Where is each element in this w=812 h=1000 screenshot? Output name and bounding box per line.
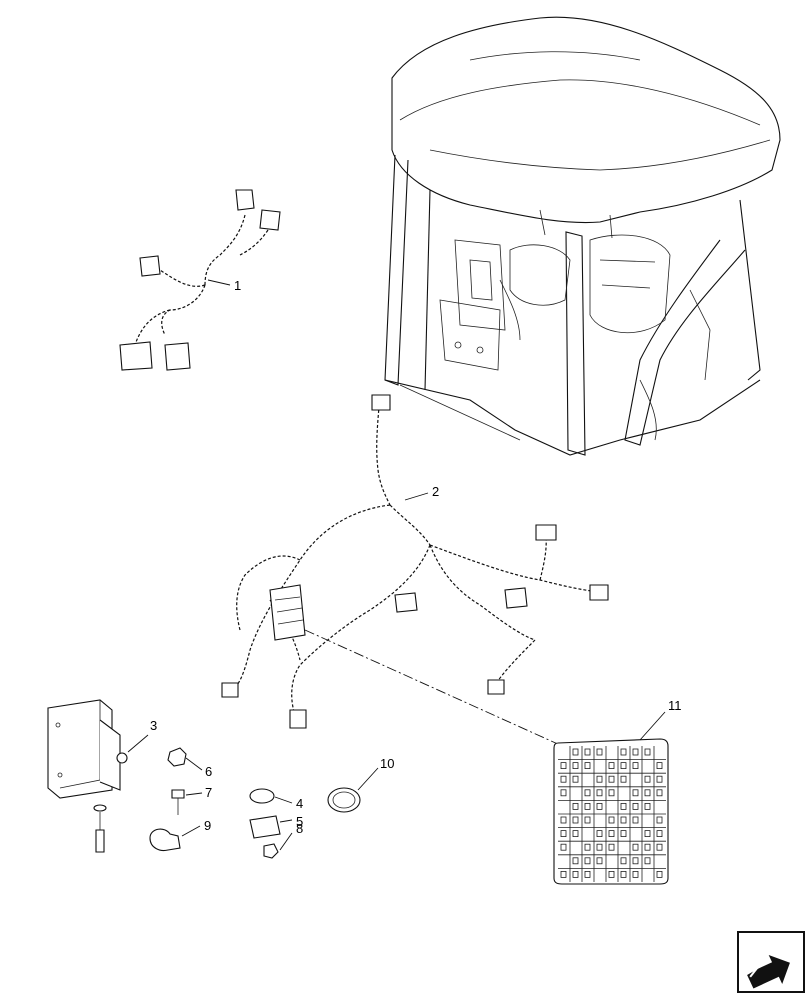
label-symbol <box>572 762 579 769</box>
label-symbol <box>608 830 615 837</box>
label-symbol <box>632 857 639 865</box>
label-symbol <box>620 830 627 837</box>
label-symbol <box>620 816 627 824</box>
label-symbol <box>584 871 591 878</box>
callout-3: 3 <box>150 718 157 733</box>
label-symbol <box>572 830 579 837</box>
label-symbol <box>584 857 591 865</box>
label-symbol <box>572 775 579 783</box>
label-symbol <box>620 857 627 865</box>
label-symbol <box>632 803 639 810</box>
label-symbol <box>632 843 639 851</box>
label-symbol <box>584 762 591 769</box>
label-symbol <box>632 816 639 824</box>
label-symbol <box>584 843 591 851</box>
hardware-parts <box>149 747 379 859</box>
label-symbol <box>656 775 663 783</box>
label-symbol <box>560 816 567 824</box>
callout-9: 9 <box>204 818 211 833</box>
label-symbol <box>620 871 627 878</box>
label-symbol <box>656 830 663 837</box>
label-symbol <box>608 871 615 878</box>
label-symbol <box>596 789 603 797</box>
label-symbol <box>584 789 591 797</box>
callout-7: 7 <box>205 785 212 800</box>
label-symbol <box>620 762 627 769</box>
callout-6: 6 <box>205 764 212 779</box>
label-symbol <box>632 789 639 797</box>
label-symbol <box>596 803 603 810</box>
label-symbol <box>656 871 663 878</box>
label-symbol <box>560 871 567 878</box>
label-symbol <box>632 748 639 756</box>
callout-2: 2 <box>432 484 439 499</box>
callout-4: 4 <box>296 796 303 811</box>
callout-11: 11 <box>668 698 682 713</box>
label-symbol <box>656 762 663 769</box>
sub-harness-part-1 <box>119 189 281 371</box>
label-symbol <box>608 762 615 769</box>
label-symbol <box>596 775 603 783</box>
label-symbol <box>644 843 651 851</box>
label-symbol <box>608 789 615 797</box>
label-symbol <box>584 748 591 756</box>
label-symbol <box>596 748 603 756</box>
label-symbol <box>620 748 627 756</box>
label-symbol <box>632 762 639 769</box>
callout-labels: 1 2 3 4 5 6 7 8 9 10 11 <box>150 278 682 836</box>
label-symbol <box>560 775 567 783</box>
label-symbol <box>644 789 651 797</box>
label-symbol <box>620 803 627 810</box>
tractor-cab <box>384 16 781 456</box>
label-symbol <box>656 816 663 824</box>
label-symbol <box>584 816 591 824</box>
callout-10: 10 <box>380 756 394 771</box>
label-symbol <box>620 775 627 783</box>
label-symbol <box>644 748 651 756</box>
label-symbol <box>656 843 663 851</box>
main-harness-part-2 <box>221 394 609 729</box>
label-symbol <box>572 748 579 756</box>
label-sheet-part-11 <box>553 711 669 885</box>
label-symbol <box>572 816 579 824</box>
label-symbol <box>560 843 567 851</box>
callout-5: 5 <box>296 814 303 829</box>
next-page-arrow-icon[interactable] <box>737 931 805 996</box>
label-symbol <box>608 775 615 783</box>
label-symbol <box>596 843 603 851</box>
bracket-plate-part-3 <box>47 699 149 853</box>
label-symbol <box>644 857 651 865</box>
label-symbol <box>584 803 591 810</box>
label-symbol <box>596 830 603 837</box>
label-symbol <box>560 762 567 769</box>
callout-1: 1 <box>234 278 241 293</box>
label-symbol <box>644 775 651 783</box>
label-symbol <box>560 789 567 797</box>
label-symbol <box>608 843 615 851</box>
label-symbol <box>596 857 603 865</box>
label-symbol <box>656 789 663 797</box>
label-symbol <box>572 803 579 810</box>
label-symbol <box>644 803 651 810</box>
label-symbol <box>572 857 579 865</box>
label-symbol <box>632 871 639 878</box>
label-symbol <box>644 830 651 837</box>
label-symbol <box>560 830 567 837</box>
callout-8: 8 <box>296 821 303 836</box>
label-symbol <box>608 816 615 824</box>
reference-line <box>304 629 561 746</box>
label-symbol <box>572 871 579 878</box>
